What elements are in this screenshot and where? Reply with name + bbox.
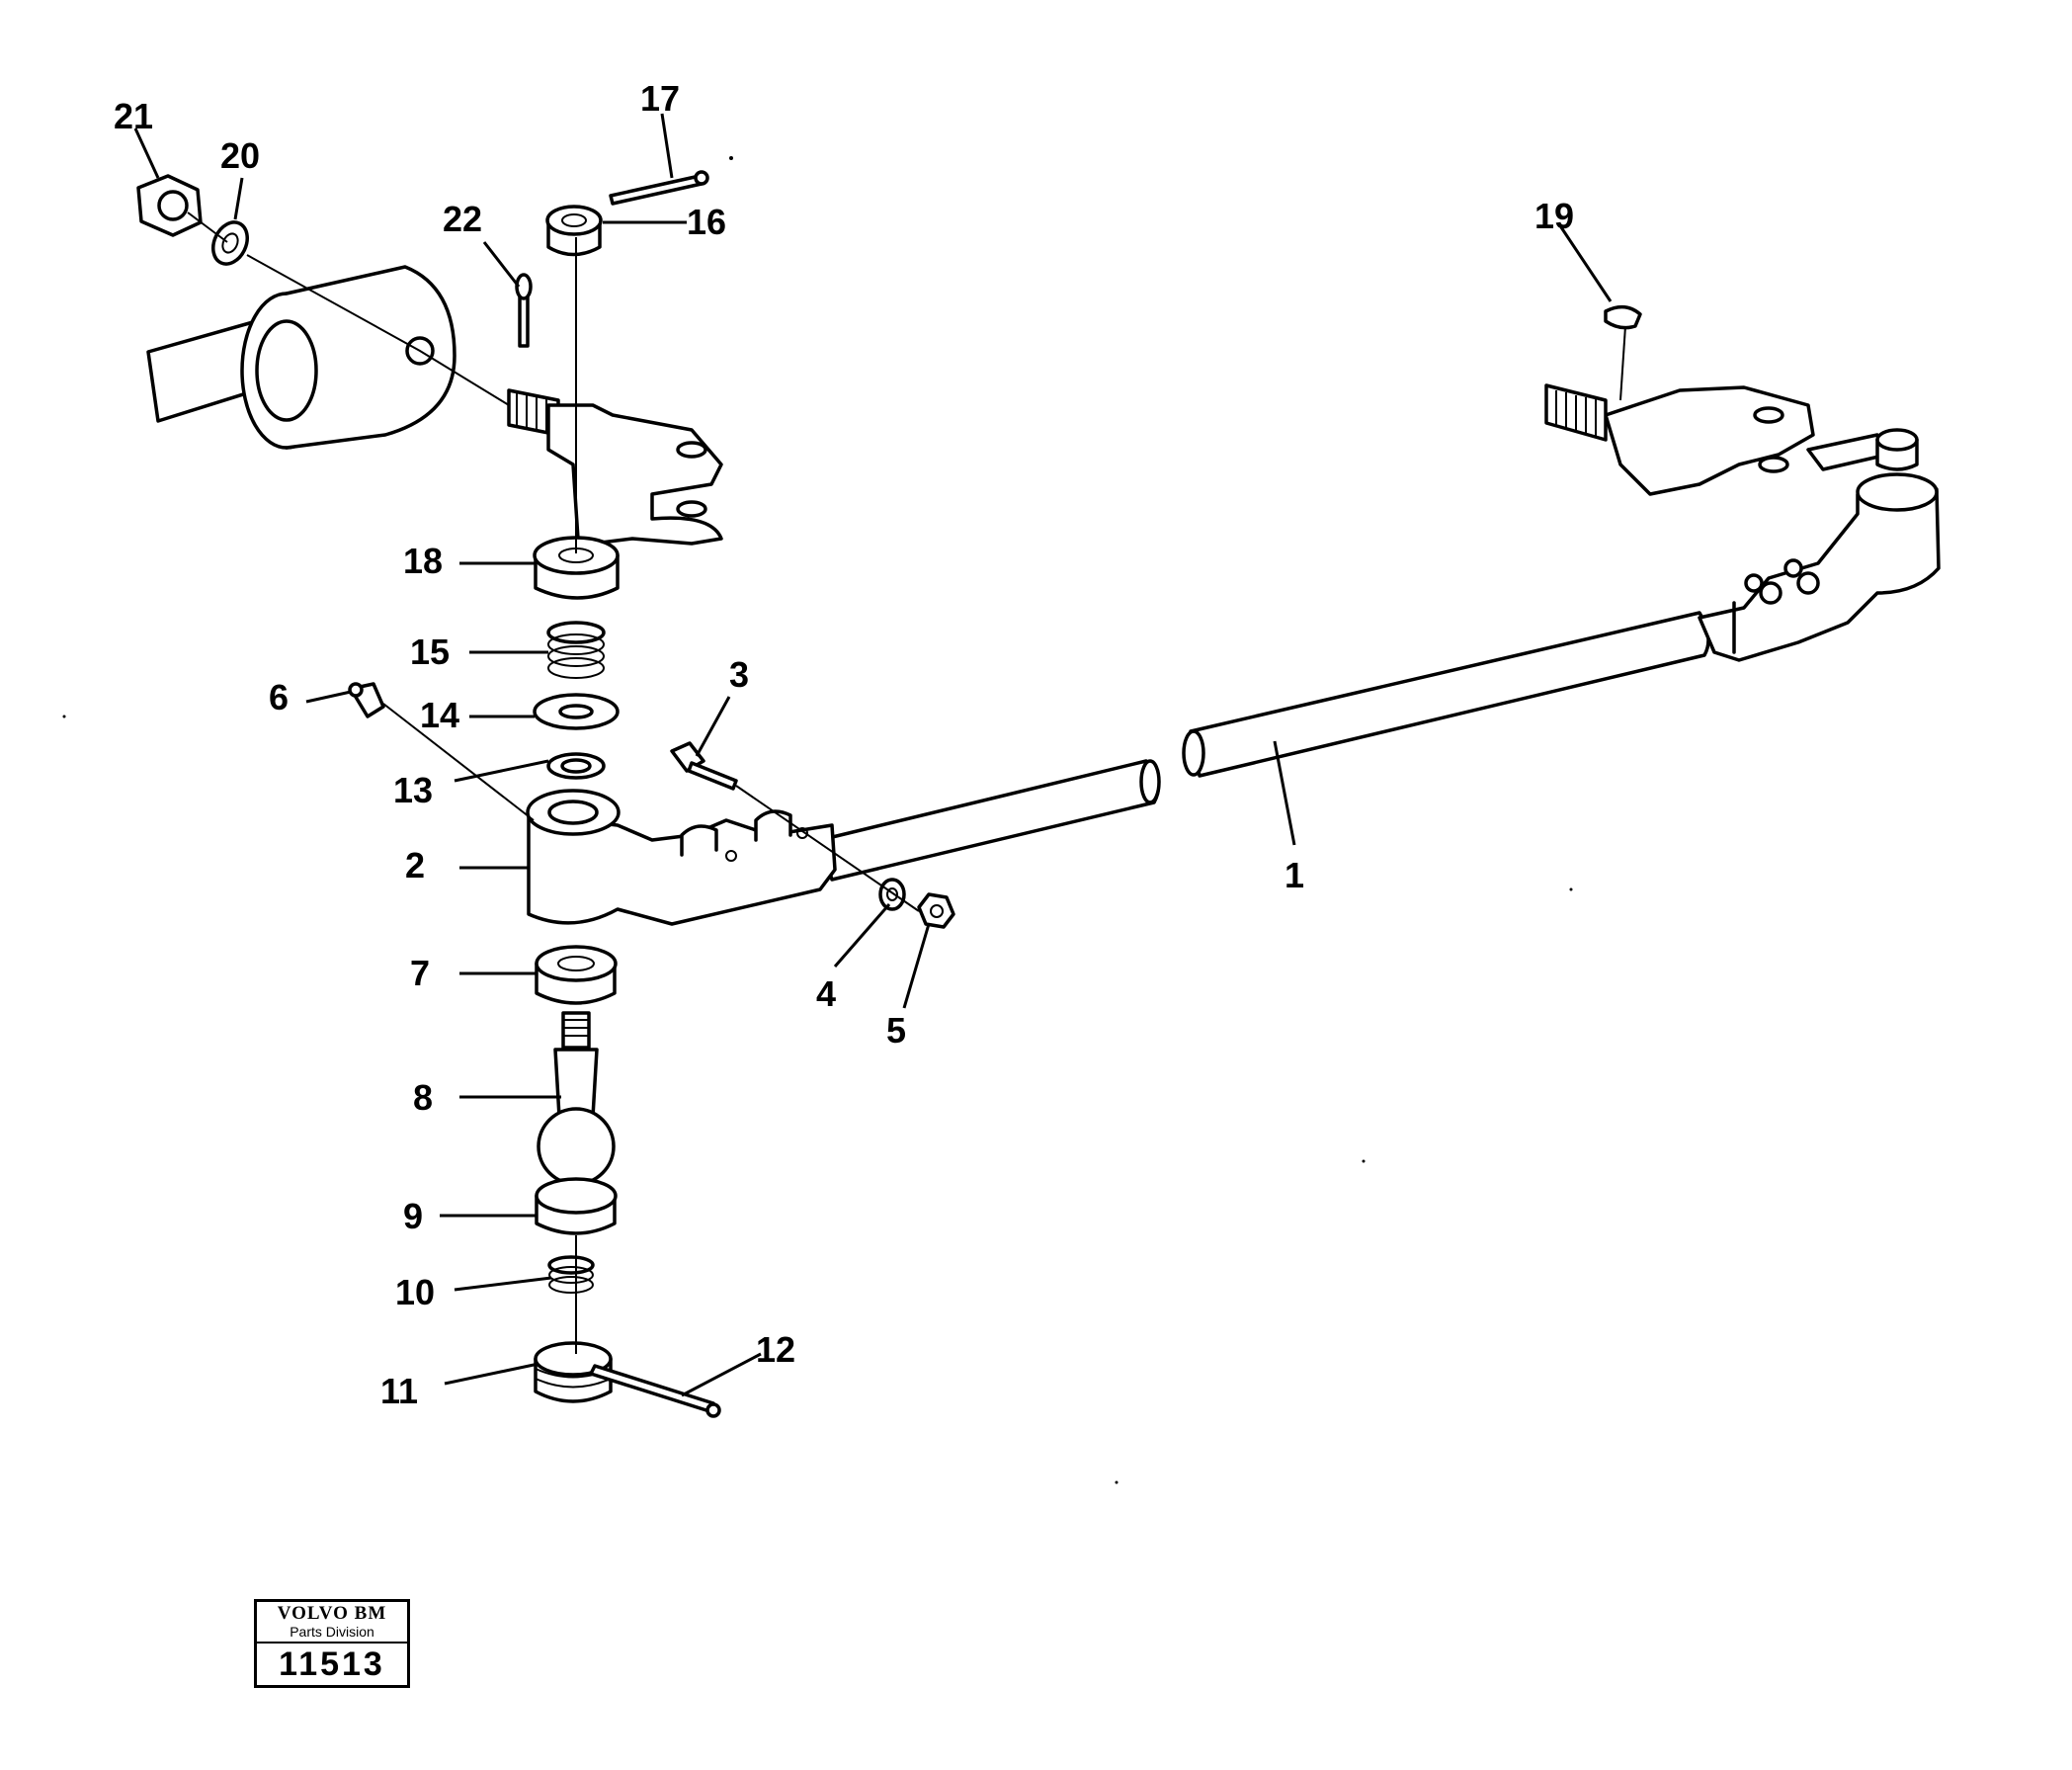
nut-part-5 (917, 892, 955, 929)
bolt-part-3 (670, 741, 738, 791)
bearing-cup-part-7 (535, 945, 618, 1005)
callout-13: 13 (393, 770, 433, 810)
callout-22: 22 (443, 199, 482, 239)
scan-specks (62, 156, 1573, 1484)
joint-housing-part-2 (526, 789, 837, 926)
callout-7: 7 (410, 953, 430, 993)
brand-name: VOLVO BM (277, 1603, 387, 1624)
callout-10: 10 (395, 1272, 435, 1312)
callout-11: 11 (380, 1371, 418, 1411)
right-tie-rod-end (1544, 383, 1941, 662)
callout-18: 18 (403, 541, 443, 581)
key-part-19 (1604, 304, 1642, 330)
grease-nipple-part-6 (348, 682, 385, 718)
assembly-lines (187, 211, 1626, 1354)
callout-15: 15 (410, 632, 450, 672)
callout-17: 17 (640, 78, 680, 119)
leader-lines (133, 113, 1613, 1397)
callout-3: 3 (729, 654, 749, 695)
lock-nut-part-21 (136, 174, 203, 237)
callout-21: 21 (114, 96, 153, 136)
callout-9: 9 (403, 1196, 423, 1236)
division-label: Parts Division (290, 1624, 374, 1640)
split-pin-part-12 (589, 1364, 721, 1418)
callout-1: 1 (1285, 855, 1304, 895)
callout-labels: 1 2 3 4 5 6 7 8 9 10 11 12 13 14 15 16 1… (114, 78, 1574, 1411)
tie-rod-part-1 (818, 611, 1710, 882)
diagram-code: 11513 (279, 1645, 385, 1683)
ball-stud-part-8 (537, 1011, 616, 1186)
callout-8: 8 (413, 1077, 433, 1118)
spring-part-15 (546, 621, 606, 679)
callout-16: 16 (687, 202, 726, 242)
callout-2: 2 (405, 845, 425, 885)
washer-part-4 (878, 878, 906, 911)
spring-part-10 (547, 1255, 595, 1294)
callout-6: 6 (269, 677, 289, 717)
washer-part-20 (211, 220, 249, 266)
stamp-divider (257, 1642, 407, 1644)
callout-20: 20 (220, 135, 260, 176)
bearing-cup-part-9 (535, 1177, 618, 1235)
callout-14: 14 (420, 695, 459, 735)
washer-part-14 (533, 693, 620, 730)
castle-nut-part-16 (545, 205, 603, 257)
callout-19: 19 (1534, 196, 1574, 236)
callout-12: 12 (756, 1329, 795, 1370)
seal-ring-part-13 (546, 752, 606, 780)
callout-5: 5 (886, 1010, 906, 1051)
volvo-bm-parts-stamp: VOLVO BM Parts Division 11513 (254, 1599, 410, 1688)
cotter-pin-part-22 (515, 273, 533, 348)
callout-4: 4 (816, 973, 836, 1014)
steering-arm-assembly (146, 265, 723, 546)
split-pin-part-17 (609, 170, 709, 206)
